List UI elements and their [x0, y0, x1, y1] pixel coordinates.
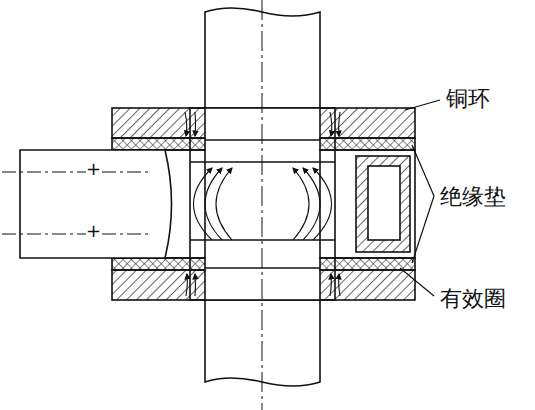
polarity-sign: +: [86, 160, 101, 178]
part-label: 铜环: [446, 88, 490, 110]
polarity-sign: +: [86, 222, 101, 240]
part-label: 绝缘垫: [440, 186, 506, 208]
part-label: 有效圈: [440, 288, 506, 310]
